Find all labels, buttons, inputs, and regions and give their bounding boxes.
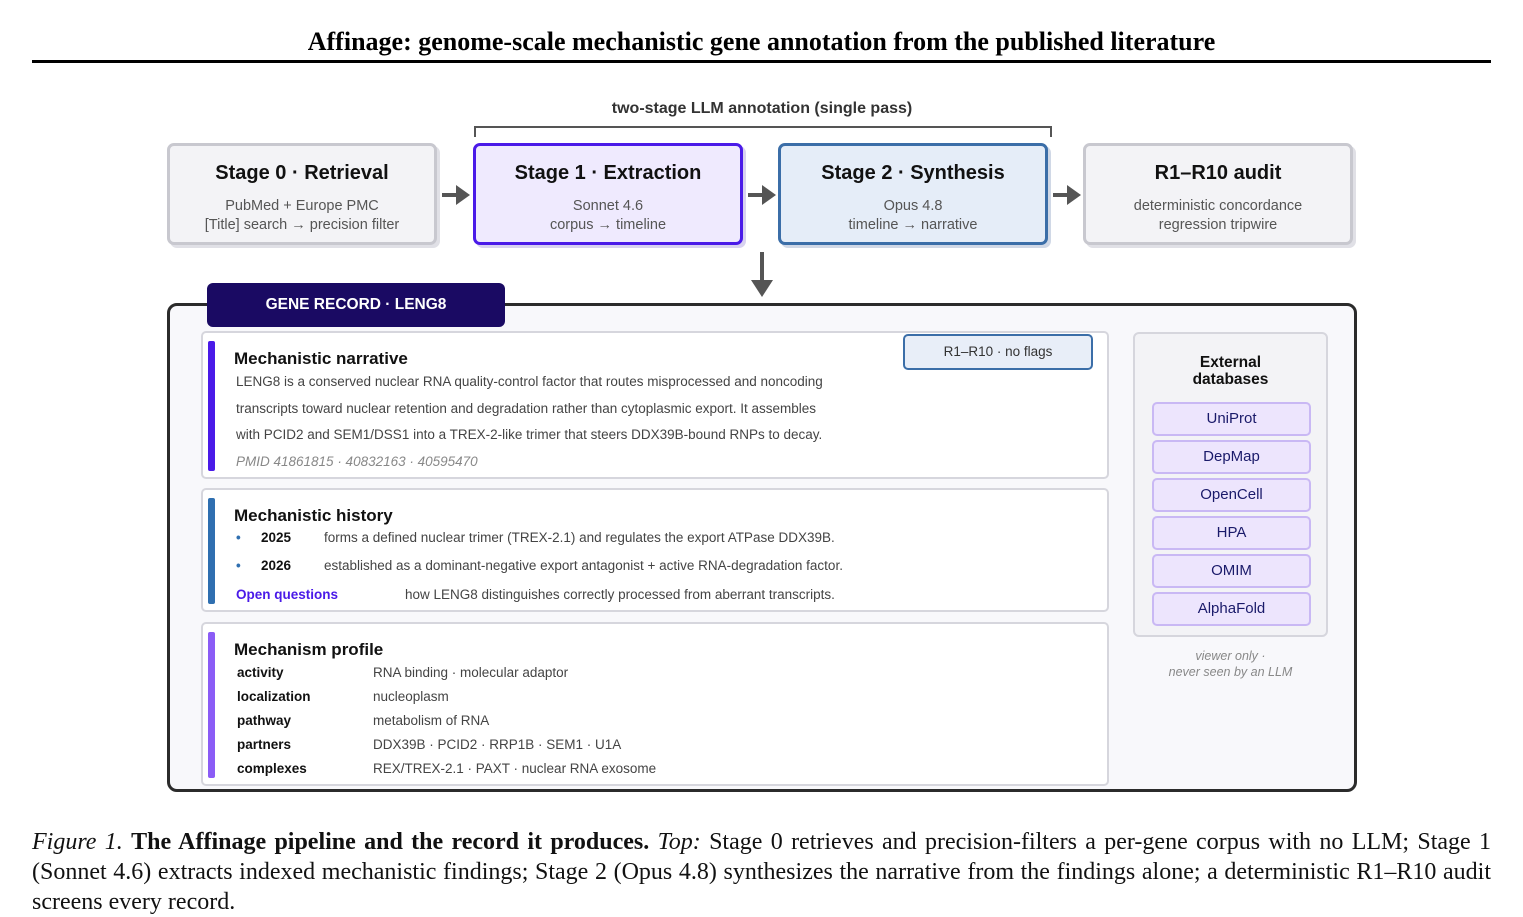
title-rule [32, 60, 1491, 63]
profile-value: RNA binding · molecular adaptor [373, 665, 569, 680]
history-text: forms a defined nuclear trimer (TREX-2.1… [324, 530, 835, 545]
profile-card: Mechanism profile activity RNA binding ·… [201, 622, 1109, 786]
arrow-right-icon [1053, 185, 1081, 205]
gene-record-tab: GENE RECORD · LENG8 [207, 283, 505, 327]
history-text: established as a dominant-negative expor… [324, 558, 843, 573]
bullet-icon: • [236, 530, 241, 545]
stage-title: R1–R10 audit [1154, 162, 1282, 184]
llm-bracket [474, 126, 1052, 137]
db-hpa[interactable]: HPA [1152, 516, 1311, 550]
db-uniprot[interactable]: UniProt [1152, 402, 1311, 436]
stage-line: Sonnet 4.6 [572, 198, 644, 214]
caption-bold: The Affinage pipeline and the record it … [131, 829, 650, 855]
narrative-line: with PCID2 and SEM1/DSS1 into a TREX-2-l… [236, 427, 823, 442]
history-year: 2026 [261, 558, 292, 573]
stage-line: corpus → timeline [549, 217, 667, 233]
stage-synthesis-box: Stage 2 · Synthesis Opus 4.8 timeline → … [778, 143, 1048, 245]
profile-value: REX/TREX-2.1 · PAXT · nuclear RNA exosom… [373, 761, 657, 776]
bullet-icon: • [236, 558, 241, 573]
stage-audit-box: R1–R10 audit deterministic concordance r… [1083, 143, 1353, 245]
narrative-card: Mechanistic narrative R1–R10 · no flags … [201, 331, 1109, 479]
narrative-line: LENG8 is a conserved nuclear RNA quality… [236, 374, 823, 389]
stage-line: regression tripwire [1158, 217, 1278, 233]
stage-title: Stage 0 · Retrieval [215, 162, 389, 184]
history-year: 2025 [261, 530, 292, 545]
profile-accent-bar [208, 632, 215, 778]
stage-extraction-box: Stage 1 · Extraction Sonnet 4.6 corpus →… [473, 143, 743, 245]
arrow-right-icon [748, 185, 776, 205]
profile-value: DDX39B · PCID2 · RRP1B · SEM1 · U1A [373, 737, 622, 752]
stage-title: Stage 1 · Extraction [514, 162, 702, 184]
profile-value: metabolism of RNA [373, 713, 490, 728]
external-title-line: External [1199, 354, 1262, 371]
arrow-right-icon [442, 185, 470, 205]
external-databases-title: External databases [1135, 354, 1326, 388]
profile-key: complexes [237, 761, 307, 776]
open-questions-label: Open questions [236, 587, 339, 602]
profile-key: activity [237, 665, 284, 680]
note-line: never seen by an LLM [1168, 665, 1293, 679]
stage-line: PubMed + Europe PMC [225, 198, 379, 214]
history-card: Mechanistic history • 2025 forms a defin… [201, 488, 1109, 612]
profile-title: Mechanism profile [234, 640, 384, 659]
stage-line: Opus 4.8 [883, 198, 943, 214]
profile-value: nucleoplasm [373, 689, 449, 704]
caption-text: Stage 0 retrieves and precision-filters … [32, 829, 1492, 915]
narrative-title: Mechanistic narrative [234, 349, 408, 368]
stage-line: timeline → narrative [848, 217, 978, 233]
figure-caption: Figure 1. The Affinage pipeline and the … [32, 827, 1491, 917]
pipeline-arrows [442, 185, 1081, 297]
open-questions-text: how LENG8 distinguishes correctly proces… [405, 587, 835, 602]
audit-flags-badge: R1–R10 · no flags [903, 334, 1093, 370]
external-databases-panel: External databases UniProt DepMap OpenCe… [1133, 332, 1328, 637]
page-title: Affinage: genome-scale mechanistic gene … [307, 27, 1216, 56]
profile-key: localization [237, 689, 311, 704]
profile-key: pathway [237, 713, 292, 728]
note-line: viewer only · [1195, 649, 1266, 663]
history-title: Mechanistic history [234, 506, 393, 525]
caption-label: Figure 1. [32, 829, 123, 855]
stage-line: [Title] search → precision filter [204, 217, 400, 233]
history-accent-bar [208, 498, 215, 604]
external-title-line: databases [1192, 371, 1269, 388]
profile-key: partners [237, 737, 292, 752]
arrow-down-icon [751, 252, 773, 297]
narrative-accent-bar [208, 341, 215, 471]
narrative-line: transcripts toward nuclear retention and… [236, 401, 817, 416]
db-omim[interactable]: OMIM [1152, 554, 1311, 588]
db-alphafold[interactable]: AlphaFold [1152, 592, 1311, 626]
llm-bracket-label: two-stage LLM annotation (single pass) [611, 100, 913, 117]
stage-retrieval-box: Stage 0 · Retrieval PubMed + Europe PMC … [167, 143, 437, 245]
stage-line: deterministic concordance [1133, 198, 1303, 214]
db-opencell[interactable]: OpenCell [1152, 478, 1311, 512]
caption-top-label: Top: [657, 829, 701, 855]
external-databases-note: viewer only · never seen by an LLM [1133, 648, 1328, 680]
pmid-list: PMID 41861815 · 40832163 · 40595470 [236, 454, 478, 469]
stage-title: Stage 2 · Synthesis [821, 162, 1005, 184]
db-depmap[interactable]: DepMap [1152, 440, 1311, 474]
